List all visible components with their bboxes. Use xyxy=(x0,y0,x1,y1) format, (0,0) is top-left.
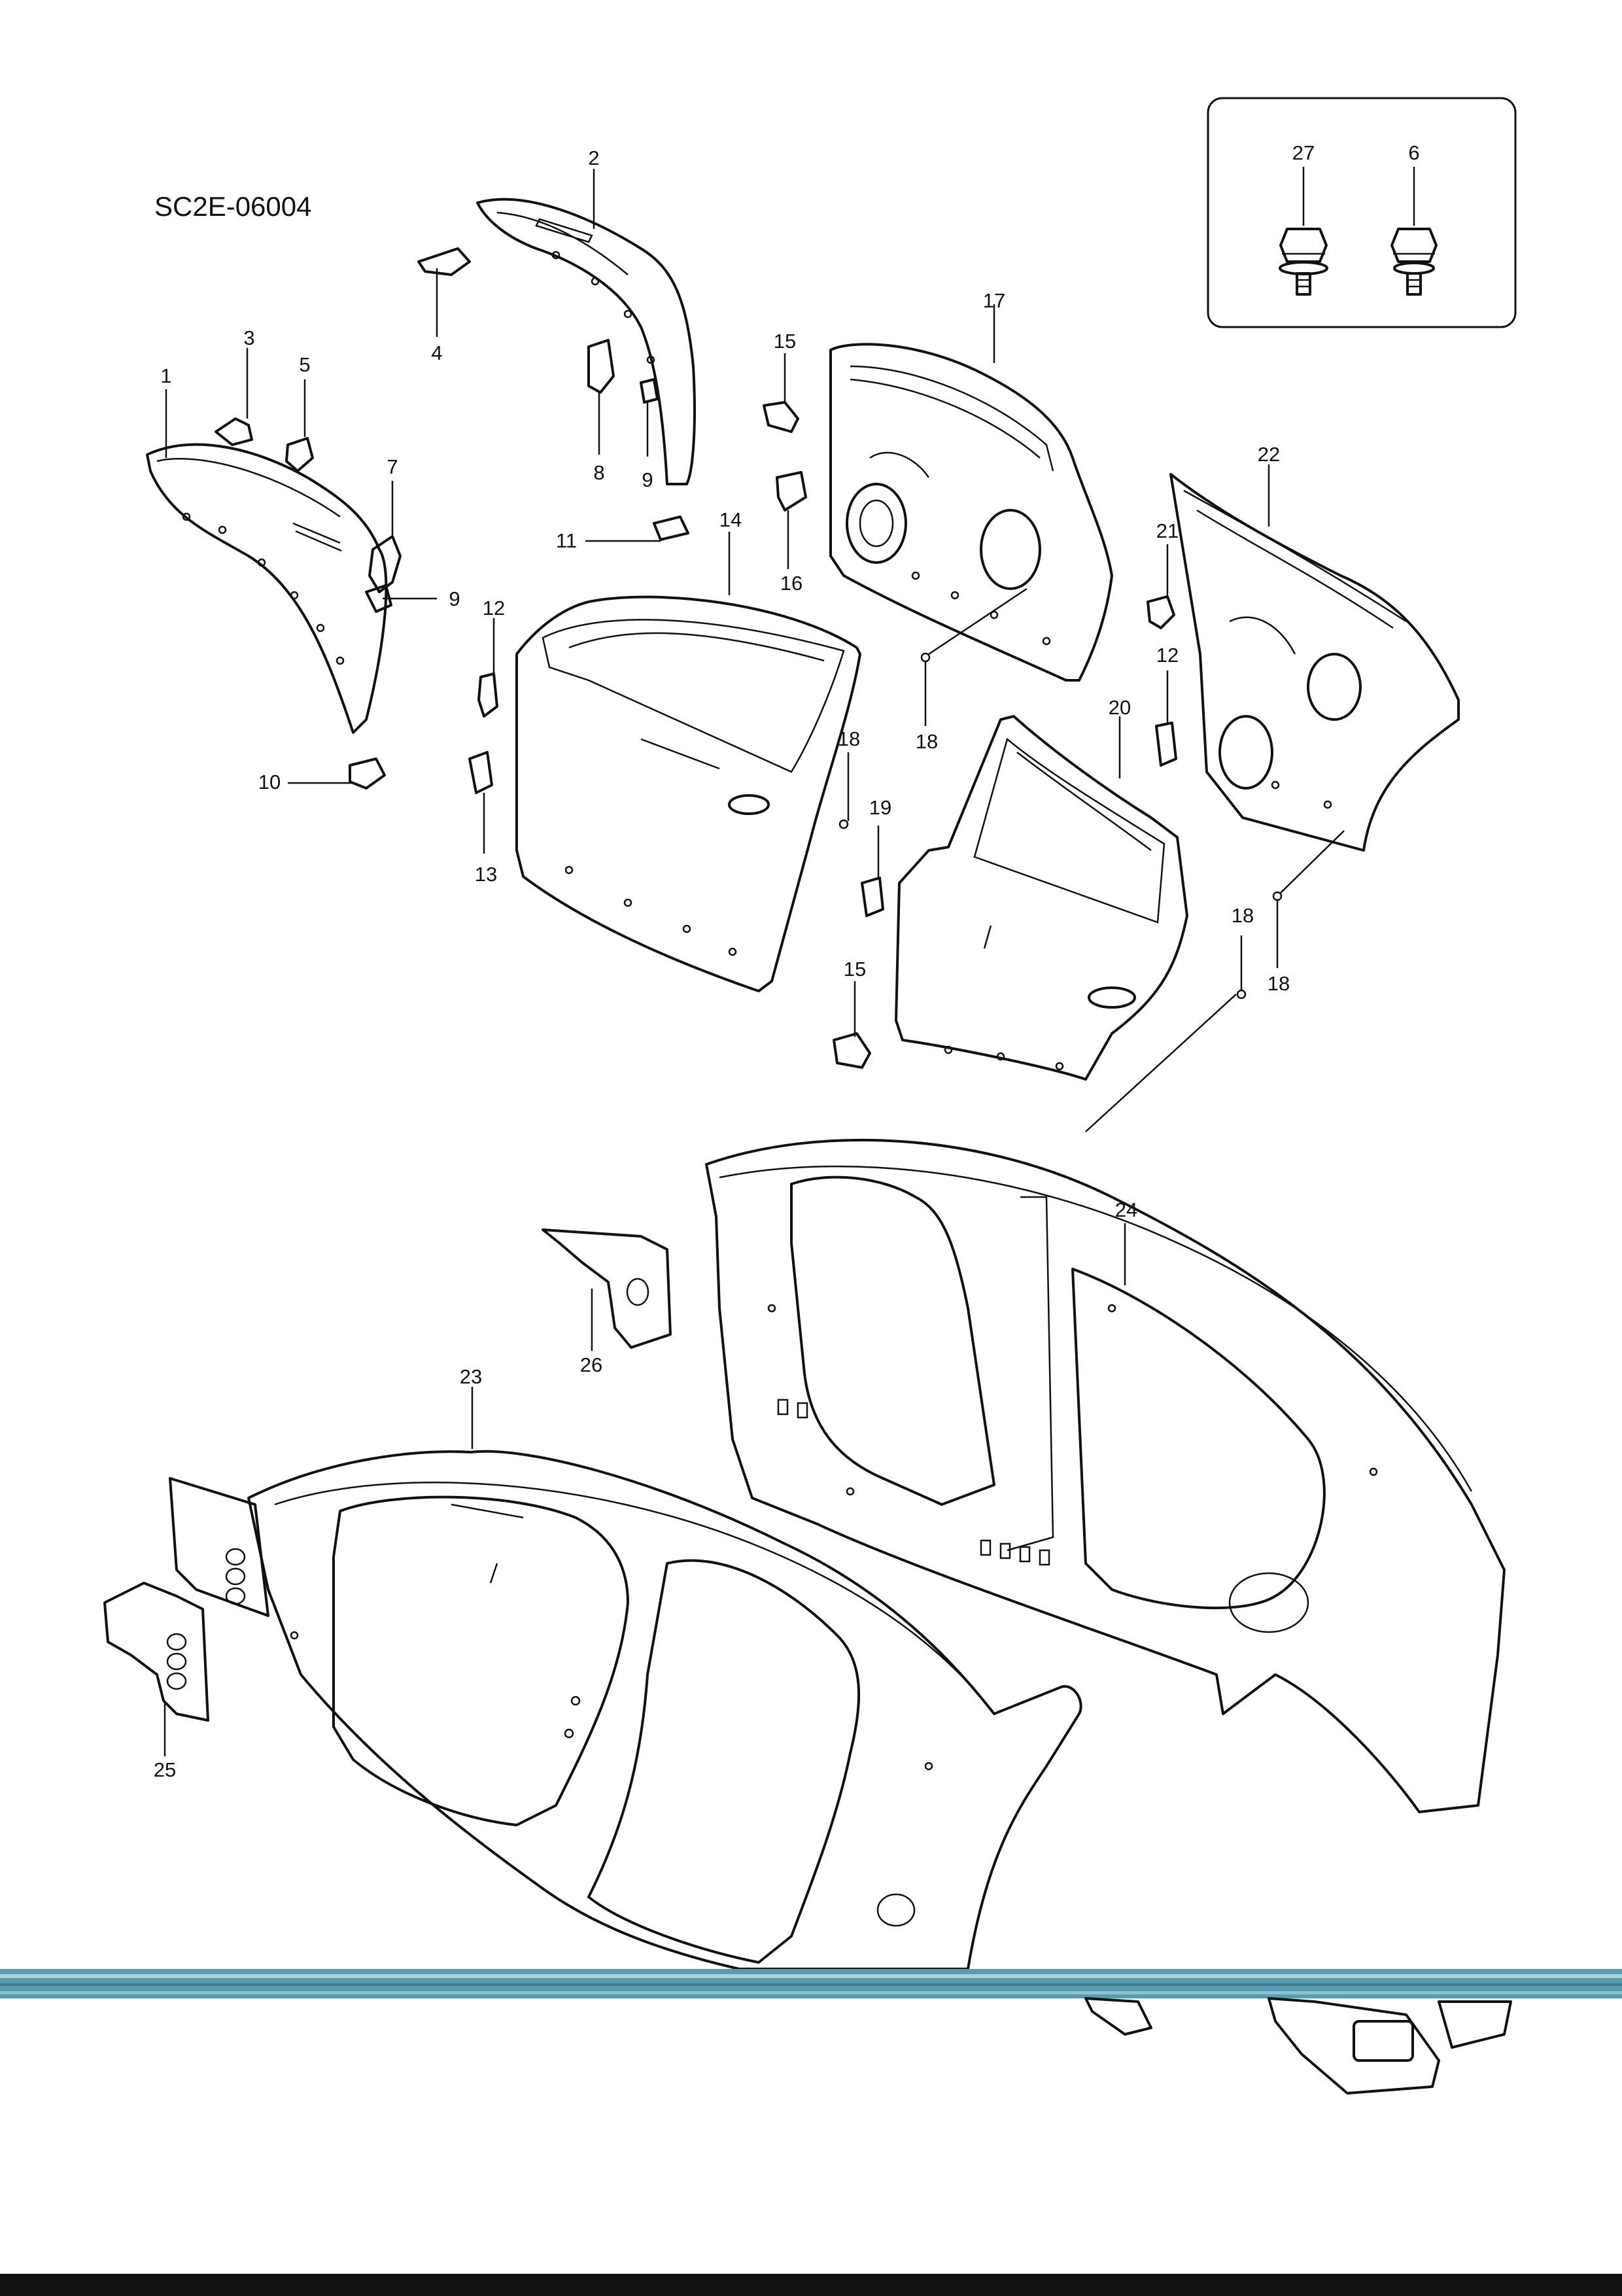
bolt-6-icon xyxy=(1390,167,1438,296)
callout-13: 13 xyxy=(475,863,497,886)
callout-18-c: 18 xyxy=(1232,904,1254,927)
door-pin-18a xyxy=(838,752,850,829)
fender-bracket-9 xyxy=(365,584,437,613)
callout-14: 14 xyxy=(719,508,742,531)
fender-bracket-3 xyxy=(215,348,253,446)
callout-15-front: 15 xyxy=(774,330,796,353)
callout-12-front: 12 xyxy=(483,597,505,619)
front-door-inner-panel xyxy=(829,304,1113,682)
callout-5: 5 xyxy=(299,353,310,376)
callout-labels: 1 2 3 4 5 7 8 9 9 10 11 12 12 13 14 15 1… xyxy=(154,147,1290,1781)
callout-6: 6 xyxy=(1408,141,1419,164)
callout-16: 16 xyxy=(780,572,802,595)
front-fender xyxy=(146,443,388,734)
outer-body-side xyxy=(247,1387,1082,1970)
liner-bracket-4 xyxy=(417,247,471,337)
scan-artifact-band xyxy=(0,1969,1622,1998)
callout-12-rear: 12 xyxy=(1156,644,1179,667)
fastener-box: 27 6 xyxy=(1207,97,1517,328)
door-pin-18c xyxy=(1085,935,1247,1132)
door-hinge-15a xyxy=(763,353,799,433)
a-pillar-reinforcement-25 xyxy=(103,1477,269,1756)
callout-18-d: 18 xyxy=(1268,972,1290,995)
door-hinge-12a xyxy=(477,618,498,718)
liner-clip-9 xyxy=(640,378,659,457)
door-pin-18d xyxy=(1272,830,1345,968)
callout-21: 21 xyxy=(1156,519,1179,542)
callout-11: 11 xyxy=(556,529,577,552)
door-hinge-19 xyxy=(861,826,884,917)
fender-bracket-10 xyxy=(288,757,386,790)
lower-fragment xyxy=(1084,1997,1512,2095)
door-hinge-16 xyxy=(776,471,807,569)
callout-27: 27 xyxy=(1292,141,1315,164)
fender-bracket-5 xyxy=(285,379,314,472)
callout-18-b: 18 xyxy=(916,730,938,753)
inner-body-side xyxy=(705,1138,1506,1813)
callout-24: 24 xyxy=(1115,1198,1137,1221)
callout-2: 2 xyxy=(588,147,599,169)
doc-code: SC2E-06004 xyxy=(154,191,312,222)
callout-19: 19 xyxy=(869,796,891,819)
callout-25: 25 xyxy=(154,1758,176,1781)
callout-26: 26 xyxy=(580,1353,602,1376)
callout-7: 7 xyxy=(387,455,398,478)
door-hinge-15b xyxy=(833,981,871,1069)
bottom-bar xyxy=(0,2274,1622,2296)
wheel-house-liner xyxy=(476,169,696,485)
rear-door-inner-panel xyxy=(1169,464,1460,852)
door-pin-18b xyxy=(920,587,1027,726)
rear-door xyxy=(895,715,1188,1081)
pillar-reinforcement-26 xyxy=(542,1228,672,1351)
door-hinge-21 xyxy=(1147,544,1175,629)
callout-9-upper: 9 xyxy=(642,468,653,491)
callout-9-fender: 9 xyxy=(449,587,460,610)
callout-17: 17 xyxy=(983,289,1005,312)
callout-10: 10 xyxy=(258,771,281,793)
callout-15-rear: 15 xyxy=(844,958,866,981)
liner-bracket-11 xyxy=(585,515,689,542)
callout-3: 3 xyxy=(243,326,254,349)
callout-22: 22 xyxy=(1258,443,1280,466)
callout-1: 1 xyxy=(160,364,171,387)
callout-23: 23 xyxy=(460,1365,482,1388)
callout-4: 4 xyxy=(431,341,442,364)
callout-18-a: 18 xyxy=(838,727,860,750)
liner-bracket-8 xyxy=(587,339,615,455)
callout-20: 20 xyxy=(1109,696,1131,719)
door-hinge-12b xyxy=(1155,670,1177,767)
bolt-27-icon xyxy=(1279,167,1328,296)
door-hinge-13 xyxy=(468,751,493,854)
front-door xyxy=(515,532,861,992)
callout-8: 8 xyxy=(593,461,604,484)
fender-bracket-7 xyxy=(368,481,402,593)
